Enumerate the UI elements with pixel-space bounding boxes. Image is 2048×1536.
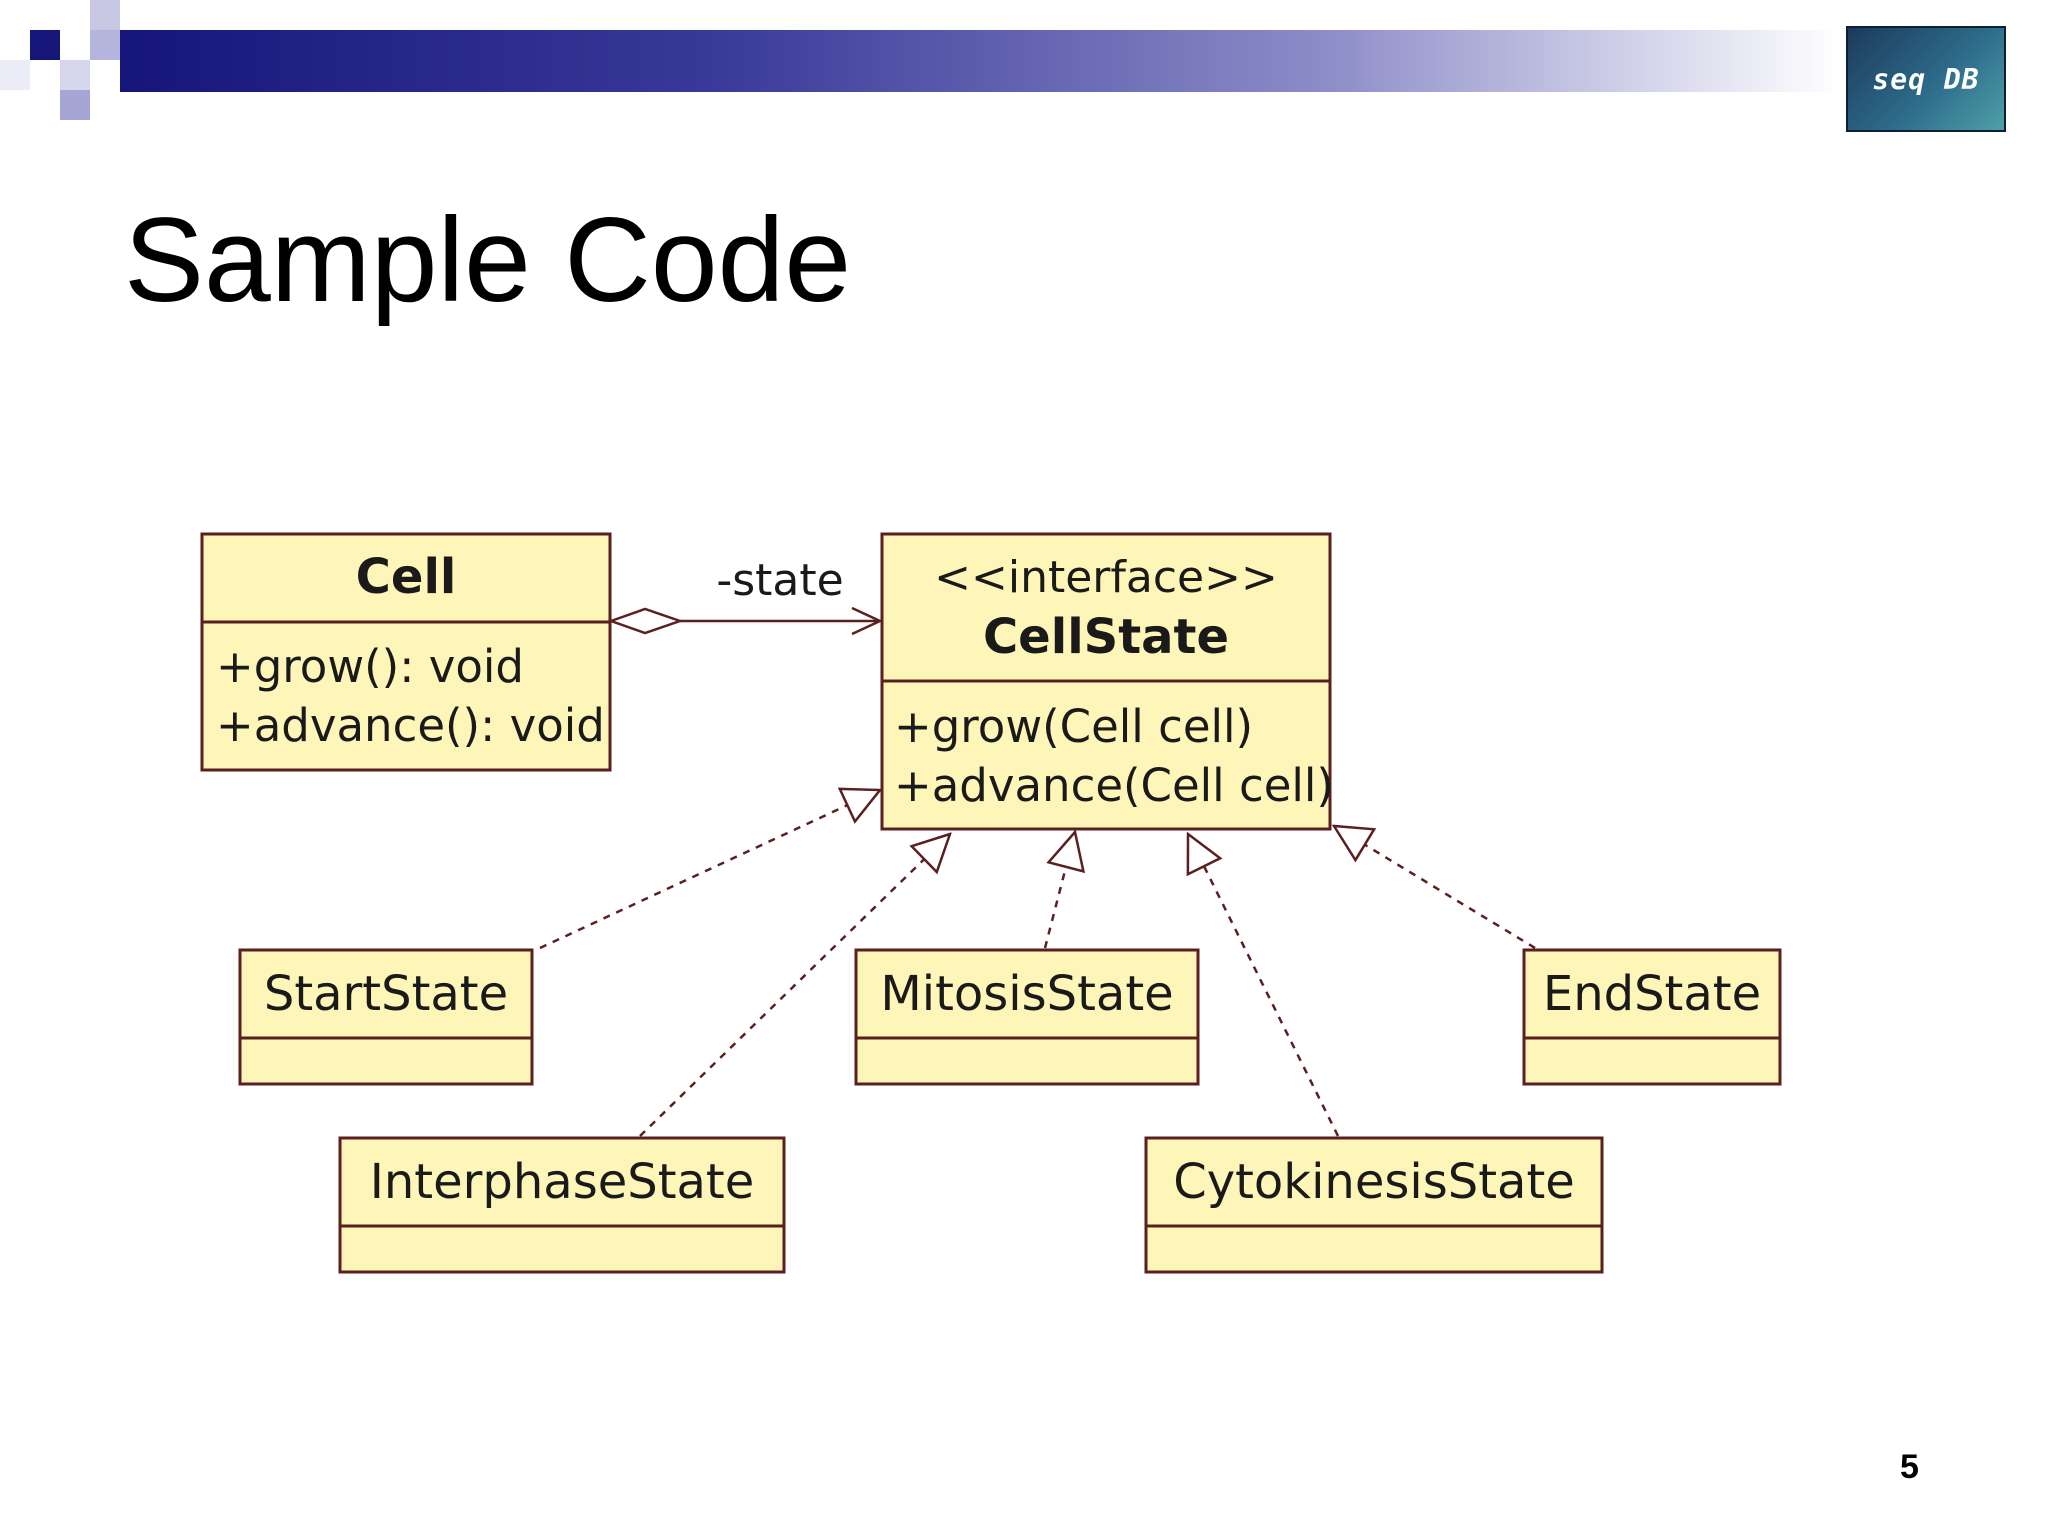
association-state: -state [607, 555, 883, 636]
corner-square [0, 60, 30, 90]
class-mitosisstate: MitosisState [854, 948, 1200, 1086]
corner-square [60, 90, 90, 120]
corner-square [90, 0, 120, 30]
class-cellstate: <<interface>> CellState +grow(Cell cell)… [880, 532, 1334, 831]
method: +advance(): void [216, 699, 605, 752]
class-name: CytokinesisState [1173, 1154, 1575, 1210]
stereotype: <<interface>> [934, 552, 1278, 603]
class-name: StartState [264, 966, 508, 1022]
class-cytokinesisstate: CytokinesisState [1144, 1136, 1604, 1274]
class-name: InterphaseState [370, 1154, 755, 1210]
association-arrowhead [851, 606, 883, 636]
title-bar [120, 30, 1840, 92]
class-cell: Cell +grow(): void +advance(): void [200, 532, 612, 772]
method: +grow(): void [216, 640, 524, 693]
association-label: -state [716, 555, 843, 606]
class-endstate: EndState [1522, 948, 1782, 1086]
realization-start-to-cellstate [539, 790, 880, 950]
page-number: 5 [1900, 1448, 1919, 1486]
class-name: MitosisState [880, 966, 1173, 1022]
class-interphasestate: InterphaseState [338, 1136, 786, 1274]
class-name: EndState [1543, 966, 1761, 1022]
class-name: CellState [983, 609, 1229, 665]
class-name: Cell [356, 549, 457, 605]
class-startstate: StartState [238, 948, 534, 1086]
logo-text: seq DB [1872, 62, 1980, 96]
corner-square [90, 30, 120, 60]
corner-square [60, 60, 90, 90]
realization-interphase-to-cellstate [639, 834, 950, 1137]
realization-mitosis-to-cellstate [1043, 832, 1075, 949]
method: +advance(Cell cell) [894, 759, 1334, 812]
realization-cytokinesis-to-cellstate [1188, 834, 1340, 1137]
method: +grow(Cell cell) [894, 700, 1253, 753]
slide-title: Sample Code [124, 193, 852, 327]
seqdb-logo: seq DB [1846, 26, 2006, 132]
aggregation-diamond [607, 607, 684, 635]
realization-arrows [539, 790, 1536, 1137]
corner-square [30, 30, 60, 60]
realization-end-to-cellstate [1334, 826, 1536, 950]
